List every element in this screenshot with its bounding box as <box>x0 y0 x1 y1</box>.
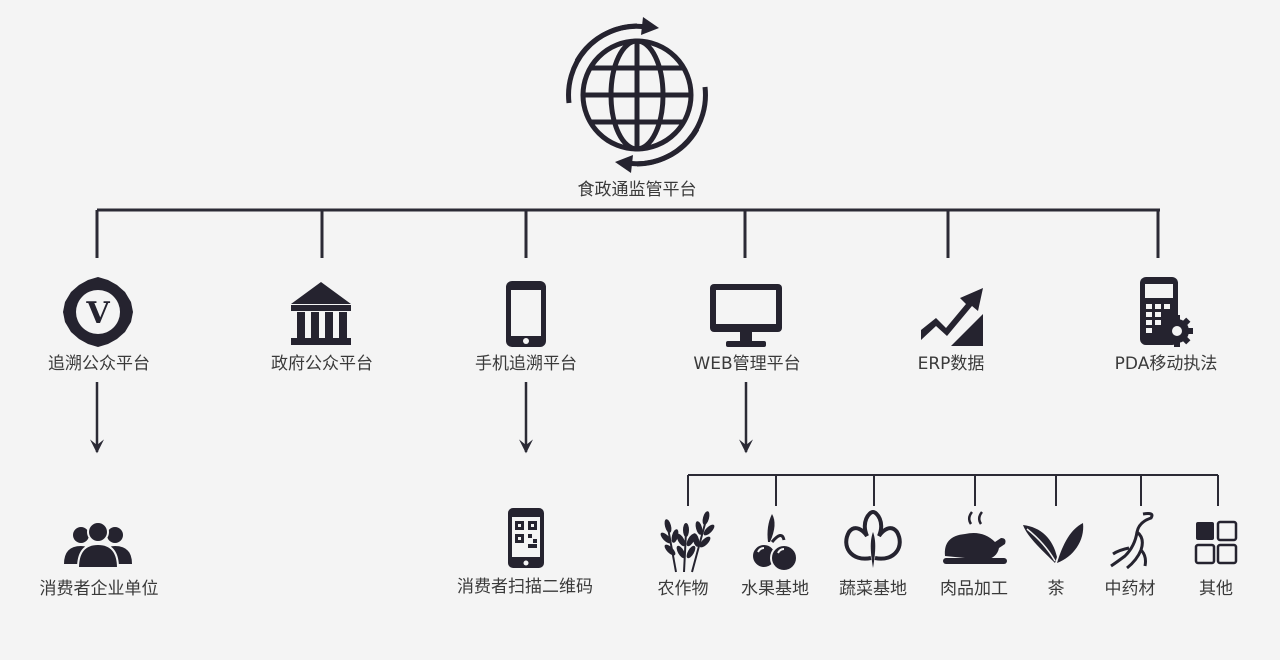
pda-gear-icon <box>1140 277 1193 347</box>
monitor-icon <box>710 284 782 347</box>
platform-label-gov-public: 政府公众平台 <box>271 354 373 374</box>
category-label-other: 其他 <box>1199 579 1233 599</box>
tea-leaf-icon <box>1023 523 1084 563</box>
root-label: 食政通监管平台 <box>577 180 697 200</box>
consumers-enterprises-label: 消费者企业单位 <box>39 579 159 599</box>
bank-icon <box>291 282 351 345</box>
category-label-crops: 农作物 <box>657 579 709 599</box>
platform-label-web-admin: WEB管理平台 <box>693 354 801 374</box>
category-label-meat: 肉品加工 <box>940 579 1008 599</box>
category-label-vegetable: 蔬菜基地 <box>839 579 907 599</box>
v-badge-icon: V <box>63 277 133 347</box>
platform-label-trace-public: 追溯公众平台 <box>48 354 150 374</box>
root-connectors <box>95 208 1160 258</box>
roast-chicken-icon <box>943 511 1007 564</box>
cherry-icon <box>751 514 798 572</box>
consumers-scan-label: 消费者扫描二维码 <box>457 577 593 597</box>
smartphone-icon <box>506 281 546 347</box>
platform-label-pda: PDA移动执法 <box>1114 354 1218 374</box>
grid-icon <box>1194 520 1238 565</box>
chart-trend-icon <box>921 288 983 346</box>
category-connectors <box>687 474 1219 506</box>
ginseng-icon <box>1110 512 1154 570</box>
vegetable-icon <box>844 509 902 568</box>
category-label-herbal: 中药材 <box>1104 579 1156 599</box>
platform-label-mobile-trace: 手机追溯平台 <box>475 354 577 374</box>
category-label-fruit: 水果基地 <box>741 579 809 599</box>
qr-phone-icon <box>508 508 544 568</box>
platform-label-erp: ERP数据 <box>917 354 985 374</box>
globe-refresh-icon <box>566 17 708 173</box>
svg-text:V: V <box>85 296 110 331</box>
wheat-icon <box>660 511 715 573</box>
down-arrows <box>90 382 753 454</box>
users-group-icon <box>64 521 132 569</box>
category-label-tea: 茶 <box>1047 579 1065 599</box>
